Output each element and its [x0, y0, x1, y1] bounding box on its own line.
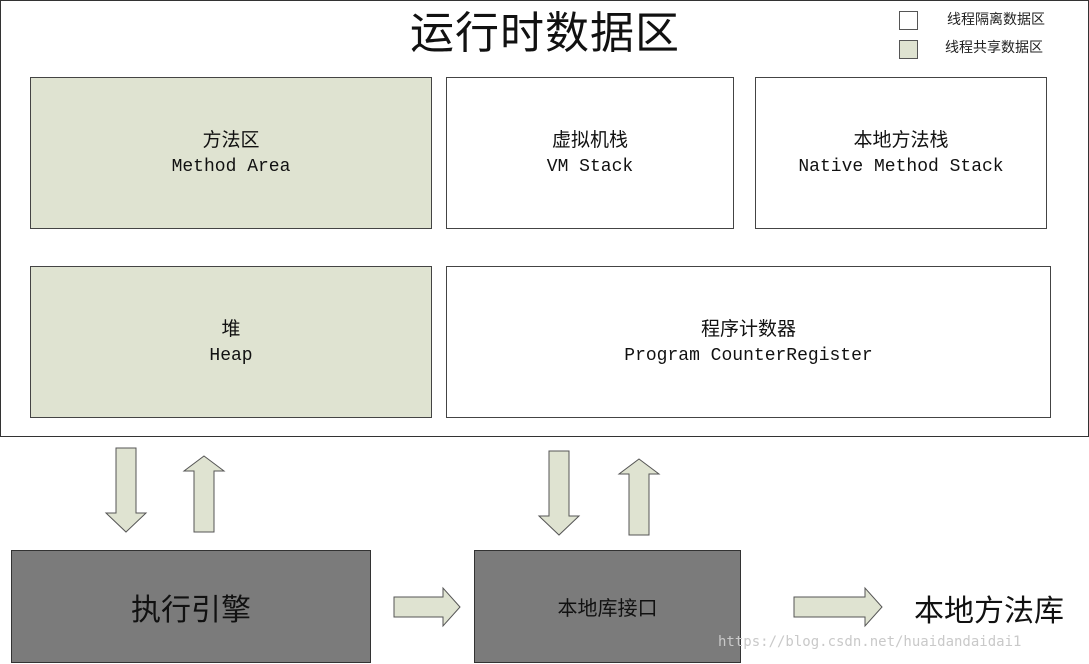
method-area-en-label: Method Area — [171, 156, 291, 177]
native-interface-label: 本地库接口 — [557, 596, 658, 620]
arrow-up-from-native-interface — [617, 458, 661, 536]
vm-stack-box: 虚拟机栈 VM Stack — [446, 77, 734, 229]
legend-label-shared: 线程共享数据区 — [945, 40, 1043, 56]
program-counter-en-label: Program CounterRegister — [624, 345, 873, 366]
vm-stack-cn-label: 虚拟机栈 — [551, 128, 628, 151]
native-method-stack-box: 本地方法栈 Native Method Stack — [755, 77, 1047, 229]
execution-engine-box: 执行引擎 — [11, 550, 371, 663]
arrow-up-from-execution-engine — [182, 455, 226, 533]
arrow-native-interface-to-native-library — [793, 586, 883, 628]
arrow-engine-to-native-interface — [393, 586, 461, 628]
program-counter-cn-label: 程序计数器 — [700, 317, 796, 340]
heap-cn-label: 堆 — [221, 317, 241, 340]
method-area-cn-label: 方法区 — [202, 128, 260, 151]
legend-swatch-isolated — [899, 11, 918, 30]
arrow-down-to-native-interface — [537, 450, 581, 536]
vm-stack-en-label: VM Stack — [546, 156, 634, 177]
native-library-label: 本地方法库 — [914, 594, 1064, 629]
arrow-down-to-execution-engine — [104, 447, 148, 533]
heap-box: 堆 Heap — [30, 266, 432, 418]
execution-engine-label: 执行引擎 — [131, 592, 251, 628]
watermark-url: https://blog.csdn.net/huaidandaidai1 — [718, 634, 1022, 650]
native-interface-box: 本地库接口 — [474, 550, 741, 663]
native-method-stack-cn-label: 本地方法栈 — [853, 128, 949, 151]
diagram-title: 运行时数据区 — [410, 8, 680, 59]
native-method-stack-en-label: Native Method Stack — [798, 156, 1004, 177]
legend-label-isolated: 线程隔离数据区 — [947, 12, 1045, 28]
method-area-box: 方法区 Method Area — [30, 77, 432, 229]
program-counter-box: 程序计数器 Program CounterRegister — [446, 266, 1051, 418]
heap-en-label: Heap — [209, 345, 253, 366]
legend-swatch-shared — [899, 40, 918, 59]
